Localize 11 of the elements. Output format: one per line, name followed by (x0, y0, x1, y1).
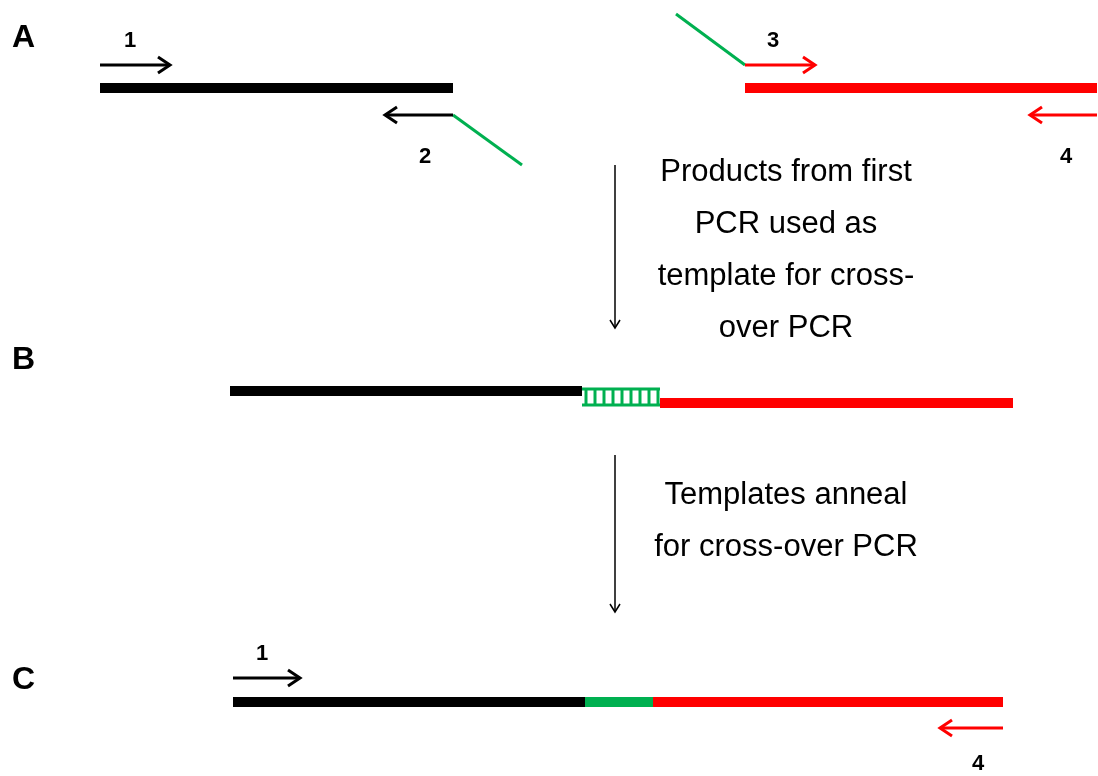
primer-number: 1 (123, 29, 137, 51)
primer-number: 3 (766, 29, 780, 51)
primer-number: 2 (418, 145, 432, 167)
arrow (609, 454, 621, 613)
primer-number: 4 (1059, 145, 1073, 167)
panel-letter: C (12, 662, 36, 694)
primer-number: 1 (255, 642, 269, 664)
panel-letter: B (12, 342, 36, 374)
arrow (609, 164, 621, 329)
primer-number: 4 (971, 752, 985, 774)
panel-letter: A (12, 20, 36, 52)
